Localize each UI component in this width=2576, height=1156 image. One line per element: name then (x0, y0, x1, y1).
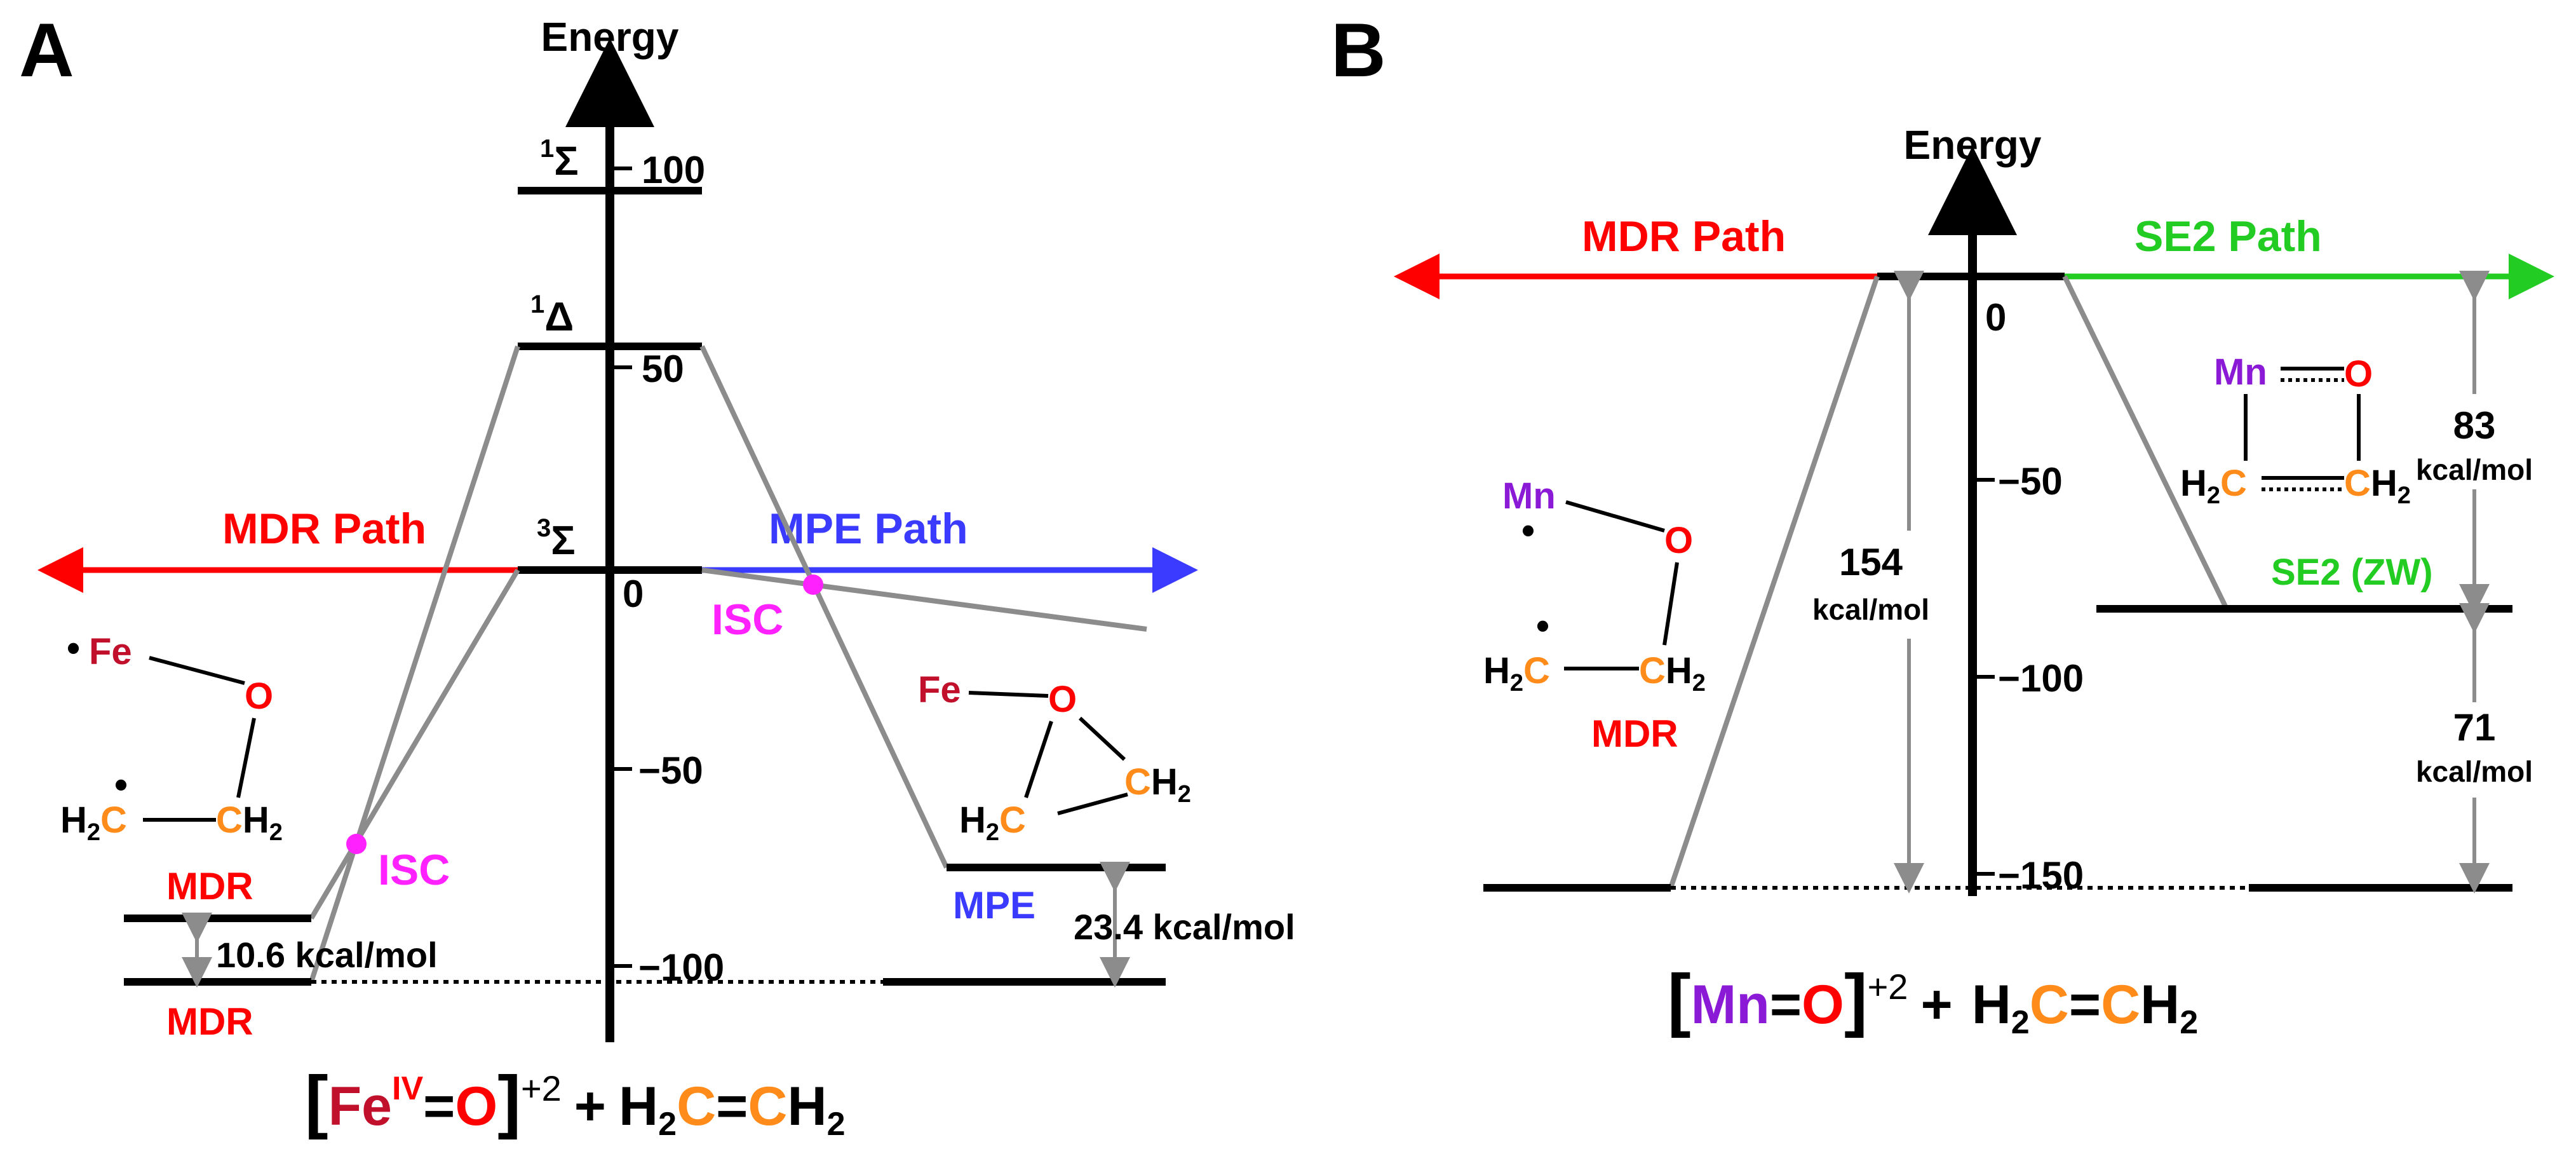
group-ch2-mpe: CH2 (1124, 761, 1191, 808)
mdr-path-label-a: MDR Path (222, 505, 426, 553)
group-ch2-se2: CH2 (2344, 463, 2411, 509)
connector-zero-to-se2 (2062, 275, 2229, 610)
mpe-label: MPE (953, 884, 1035, 927)
molecule-mdr-fe: • Fe O • H2C CH2 (60, 627, 283, 846)
group-h2c-se2: H2C (2180, 463, 2247, 509)
panel-b-tick-label-neg100: −100 (1998, 657, 2084, 700)
atom-mn-mdr: Mn (1502, 475, 1556, 517)
connector-delta-to-mpe (699, 345, 949, 869)
panel-a-tick-label-neg50: −50 (638, 749, 703, 792)
state-label-singlet-sigma: 1Σ (540, 135, 579, 184)
atom-o-mpe: O (1048, 679, 1077, 720)
radical-dot-mn: • (1521, 509, 1535, 552)
gap-label-154-bg (1817, 531, 1912, 639)
atom-fe-mdr: Fe (89, 631, 132, 672)
group-ch2-mdr: CH2 (216, 799, 283, 846)
gap-label-mdr: 10.6 kcal/mol (216, 935, 438, 975)
connector-triplet-to-mpe (701, 568, 1147, 632)
panel-b-axis-title: Energy (1904, 122, 2042, 168)
reactant-formula-a: [FeIV=O]+2+H2C=CH2 (305, 1062, 846, 1143)
atom-mn-se2: Mn (2214, 351, 2267, 393)
molecule-se2-ring: Mn O H2C CH2 (2180, 351, 2411, 509)
panel-a-axis-title: Energy (541, 14, 679, 60)
state-label-triplet-sigma: 3Σ (537, 514, 576, 563)
panel-a-letter: A (19, 8, 74, 93)
gap-label-83-value: 83 (2453, 404, 2496, 447)
gap-label-71-unit: kcal/mol (2416, 755, 2533, 788)
bond-fe-o (149, 656, 245, 685)
se2-path-label: SE2 Path (2134, 212, 2322, 261)
gap-label-83-bg (2424, 394, 2525, 489)
atom-o-mdr: O (245, 676, 273, 717)
gap-label-154-value: 154 (1839, 541, 1903, 583)
isc-label-mpe: ISC (711, 595, 783, 644)
radical-dot-c: • (114, 763, 128, 806)
panel-b-tick-label-neg50: −50 (1998, 460, 2063, 503)
molecule-mpe-epoxide: Fe O CH2 H2C (918, 669, 1191, 846)
gap-label-mpe: 23.4 kcal/mol (1074, 907, 1295, 947)
isc-point-mdr (346, 834, 367, 854)
bond-o-c-right (1078, 716, 1126, 761)
panel-a-tick-label-50: 50 (642, 348, 684, 390)
panel-a-tick-label-0: 0 (623, 573, 644, 615)
panel-b-letter: B (1331, 8, 1386, 93)
gap-label-83-unit: kcal/mol (2416, 453, 2533, 486)
isc-point-mpe (803, 575, 823, 595)
state-label-singlet-delta: 1Δ (530, 290, 574, 339)
mpe-path-label: MPE Path (769, 505, 968, 553)
mdr-label-lower: MDR (166, 1000, 253, 1043)
group-h2c-mdr: H2C (60, 799, 127, 846)
atom-o-mdr-b: O (1664, 520, 1693, 561)
group-h2c-mpe: H2C (959, 799, 1026, 846)
molecule-mdr-mn: Mn • O • H2C CH2 MDR (1483, 475, 1706, 755)
connector-triplet-to-mdr (309, 568, 520, 920)
panel-b-tick-label-0: 0 (1985, 296, 2006, 339)
bond-mn-o (1565, 500, 1665, 533)
group-ch2-mdr-b: CH2 (1639, 650, 1706, 697)
panel-b-tick-label-neg150: −150 (1998, 854, 2084, 897)
radical-dot-fe: • (67, 627, 80, 669)
gap-label-71-bg (2414, 702, 2535, 798)
group-h2c-mdr-b: H2C (1483, 650, 1550, 697)
isc-label-mdr: ISC (378, 846, 450, 894)
bond-c-c-mpe (1057, 792, 1128, 815)
reactant-formula-b: [Mn=O]+2+H2C=CH2 (1668, 960, 2198, 1041)
panel-a: A Energy 100 50 0 −50 −100 1Σ 1Δ 3Σ MDR … (19, 8, 1295, 1143)
mdr-path-label-b: MDR Path (1582, 212, 1786, 261)
gap-label-71-value: 71 (2453, 706, 2496, 749)
bond-o-c-b (1662, 562, 1679, 646)
bond-fe-o-mpe (968, 691, 1049, 698)
se2-zw-label: SE2 (ZW) (2271, 552, 2433, 593)
mdr-label-b: MDR (1591, 712, 1678, 755)
connector-delta-to-mdr (309, 345, 520, 983)
atom-fe-mpe: Fe (918, 669, 961, 711)
panel-b: B Energy 0 −50 −100 −150 MDR Path SE2 Pa… (1331, 8, 2554, 1041)
panel-a-tick-label-100: 100 (642, 149, 705, 191)
bond-o-c-left (1024, 721, 1053, 798)
connector-zero-to-mdr-b (1668, 275, 1880, 889)
mdr-label-upper: MDR (166, 865, 253, 908)
gap-label-154-unit: kcal/mol (1812, 593, 1929, 626)
bond-o-c (236, 717, 256, 798)
radical-dot-c-b: • (1536, 604, 1549, 647)
atom-o-se2: O (2344, 353, 2373, 395)
